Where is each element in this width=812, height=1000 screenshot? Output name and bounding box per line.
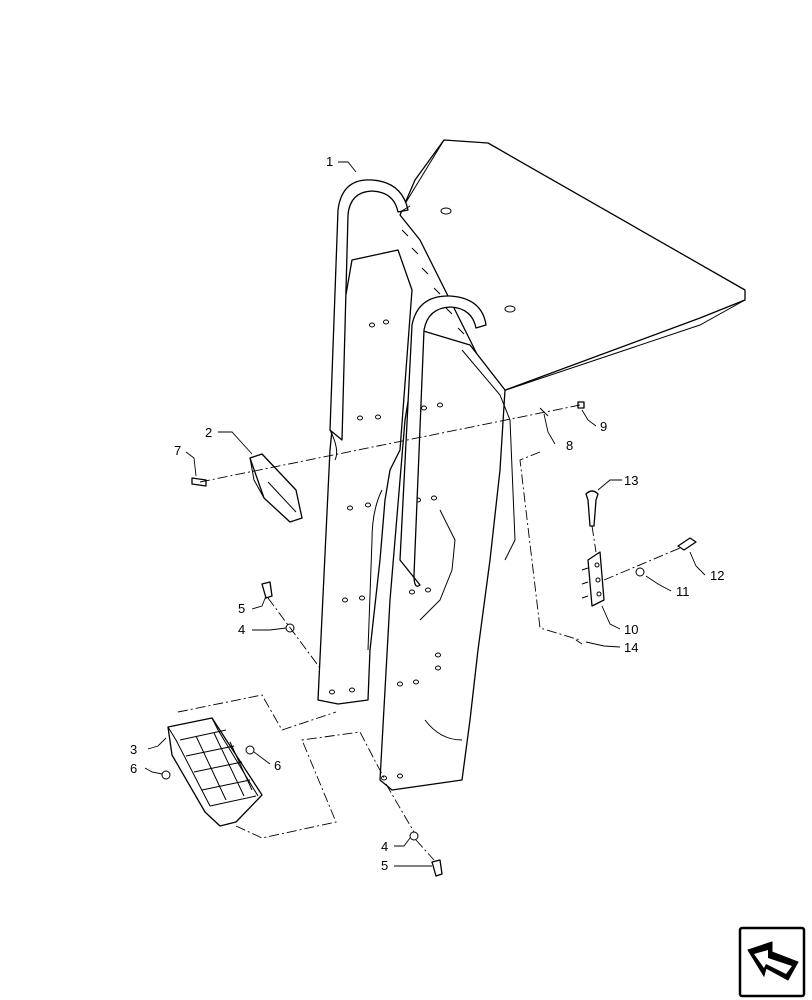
callout-7: 7 — [174, 443, 181, 458]
callout-12: 12 — [710, 568, 724, 583]
callout-11: 11 — [676, 584, 690, 599]
callout-5-lower: 5 — [381, 858, 388, 873]
leader-lines — [144, 161, 706, 867]
bracket-plate — [249, 453, 303, 523]
right-handrail — [399, 295, 487, 587]
callout-4-lower: 4 — [381, 839, 388, 854]
assembly-lines — [177, 404, 681, 861]
left-handrail — [329, 179, 411, 441]
callout-labels: 1 2 3 4 4 5 5 6 6 7 8 9 10 11 12 13 14 — [130, 154, 724, 873]
callout-14: 14 — [624, 640, 638, 655]
callout-2: 2 — [205, 425, 212, 440]
hardware — [161, 401, 697, 877]
callout-6-left: 6 — [130, 761, 137, 776]
callout-8: 8 — [566, 438, 573, 453]
callout-4-upper: 4 — [238, 622, 245, 637]
callout-10: 10 — [624, 622, 638, 637]
callout-1: 1 — [326, 154, 333, 169]
arrow-icon[interactable] — [738, 926, 806, 998]
callout-3: 3 — [130, 742, 137, 757]
callout-5-upper: 5 — [238, 601, 245, 616]
callout-9: 9 — [600, 419, 607, 434]
hinge-pin — [585, 490, 599, 527]
callout-13: 13 — [624, 473, 638, 488]
callout-6-right: 6 — [274, 758, 281, 773]
hinge-plate — [581, 551, 605, 607]
step-tread — [167, 717, 263, 827]
